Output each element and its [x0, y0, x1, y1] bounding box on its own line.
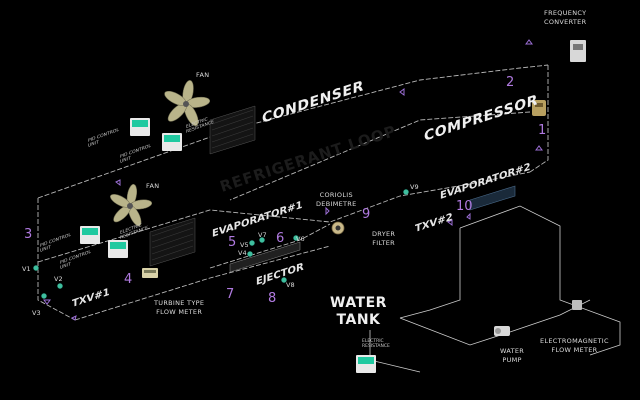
coriolis-debimetre-device: [331, 221, 345, 235]
water-pump-device: [494, 326, 510, 336]
state-point-6: 6: [276, 231, 285, 246]
fan-top-icon: [164, 80, 211, 127]
valve-label-v5: V5: [240, 241, 249, 249]
state-point-2: 2: [506, 75, 515, 90]
water-tank-label: WATER TANK: [330, 295, 387, 328]
em-flow-meter-device: [572, 300, 582, 310]
pid-control-unit-top-1: [130, 118, 150, 136]
valve-label-v9: V9: [410, 183, 419, 191]
compressor-device: [532, 100, 546, 116]
valve-label-v1: V1: [22, 265, 31, 273]
valve-label-v7: V7: [258, 231, 267, 239]
state-point-4: 4: [124, 272, 133, 287]
ejector-body: [229, 241, 301, 273]
evaporator-coil-1: [149, 217, 196, 267]
valve-label-v3: V3: [32, 309, 41, 317]
fan-bottom-label: FAN: [146, 182, 160, 190]
frequency-converter-device: [570, 40, 586, 62]
em-flow-meter-label: ELECTROMAGNETIC FLOW METER: [540, 337, 609, 354]
pid-control-unit-top-2: [162, 133, 182, 151]
valve-markers: [33, 189, 409, 299]
dryer-filter-label: DRYER FILTER: [372, 230, 396, 247]
valve-label-v8: V8: [286, 281, 295, 289]
pid-control-unit-bottom-2: [108, 240, 128, 258]
turbine-flow-meter-device: [142, 268, 158, 278]
valve-label-v6: V6: [296, 235, 305, 243]
flow-arrows: [43, 39, 543, 321]
state-point-7: 7: [226, 287, 235, 302]
turbine-flow-meter-label: TURBINE TYPE FLOW METER: [154, 299, 205, 316]
water-pipes: [369, 205, 621, 373]
pid-control-unit-bottom-1: [80, 226, 100, 244]
fan-bottom-icon: [110, 184, 153, 227]
state-point-8: 8: [268, 291, 277, 306]
state-point-3: 3: [24, 227, 33, 242]
valve-label-v2: V2: [54, 275, 63, 283]
state-point-5: 5: [228, 235, 237, 250]
water-pump-label: WATER PUMP: [500, 347, 525, 364]
tank-control-unit: [356, 355, 376, 373]
state-point-10: 10: [456, 199, 473, 214]
state-point-1: 1: [538, 123, 547, 138]
frequency-converter-label: FREQUENCY CONVERTER: [544, 9, 587, 26]
valve-label-v4: V4: [238, 249, 247, 257]
evaporator-2-body: [469, 185, 516, 211]
condenser-coil-top: [209, 105, 256, 155]
refrigerant-pipes: [37, 64, 549, 321]
fan-top-label: FAN: [196, 71, 210, 79]
coriolis-label: CORIOLIS DEBIMETRE: [316, 191, 357, 208]
state-point-9: 9: [362, 207, 371, 222]
